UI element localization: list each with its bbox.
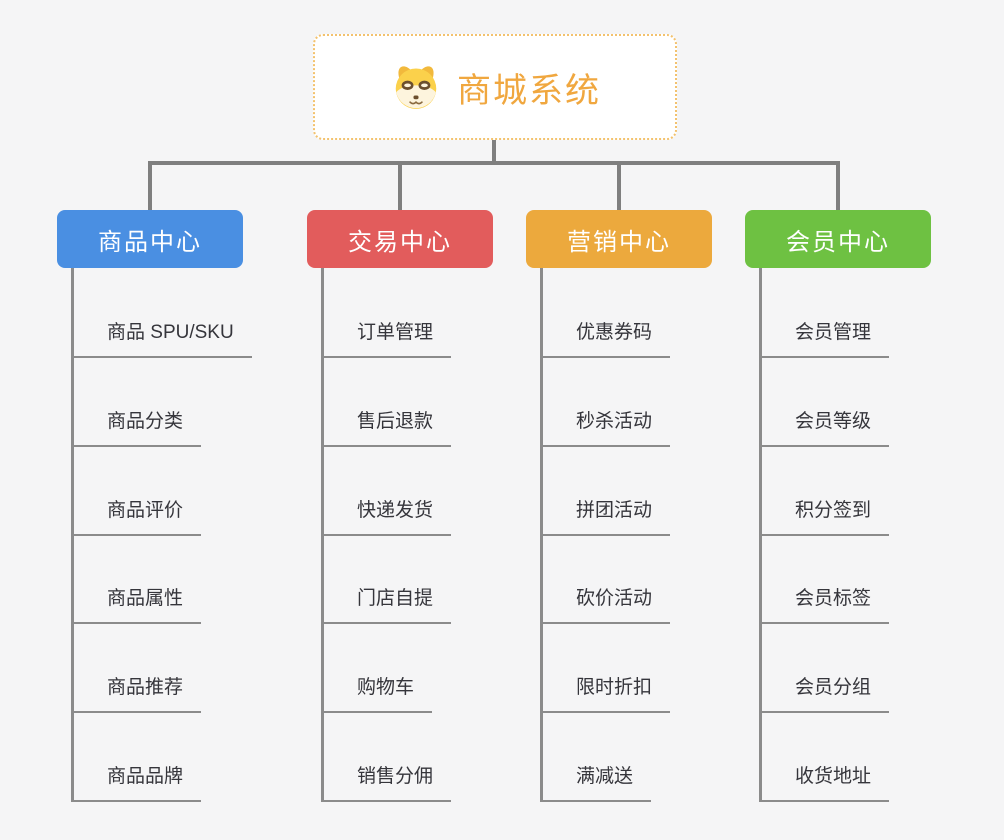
branch-topic-product-center[interactable]: 商品中心 xyxy=(57,210,243,268)
branch-topic-member-center[interactable]: 会员中心 xyxy=(745,210,931,268)
leaf-topic[interactable]: 拼团活动 xyxy=(540,498,671,536)
leaf-topic[interactable]: 会员管理 xyxy=(759,320,890,358)
branch-children-product: 商品 SPU/SKU 商品分类 商品评价 商品属性 商品推荐 商品品牌 xyxy=(71,268,321,802)
branch-topic-marketing-center[interactable]: 营销中心 xyxy=(526,210,712,268)
connector-drop-member xyxy=(836,165,840,210)
connector-drop-trade xyxy=(398,165,402,210)
leaf-topic[interactable]: 砍价活动 xyxy=(540,586,671,624)
leaf-topic[interactable]: 订单管理 xyxy=(321,320,452,358)
branch-children-member: 会员管理 会员等级 积分签到 会员标签 会员分组 收货地址 xyxy=(759,268,1004,802)
leaf-topic[interactable]: 满减送 xyxy=(540,764,652,802)
leaf-topic[interactable]: 快递发货 xyxy=(321,498,452,536)
root-topic[interactable]: 商城系统 xyxy=(313,34,677,140)
leaf-topic[interactable]: 商品推荐 xyxy=(71,675,202,713)
dog-face-icon xyxy=(395,66,437,109)
leaf-topic[interactable]: 秒杀活动 xyxy=(540,409,671,447)
branch-label: 商品中心 xyxy=(98,228,202,256)
leaf-topic[interactable]: 积分签到 xyxy=(759,498,890,536)
branch-label: 会员中心 xyxy=(786,228,890,256)
branch-children-marketing: 优惠券码 秒杀活动 拼团活动 砍价活动 限时折扣 满减送 xyxy=(540,268,790,802)
connector-drop-product xyxy=(148,165,152,210)
leaf-topic[interactable]: 优惠券码 xyxy=(540,320,671,358)
branch-label: 营销中心 xyxy=(567,228,671,256)
branch-children-trade: 订单管理 售后退款 快递发货 门店自提 购物车 销售分佣 xyxy=(321,268,571,802)
connector-horizontal-rail xyxy=(148,161,840,165)
leaf-topic[interactable]: 会员分组 xyxy=(759,675,890,713)
leaf-topic[interactable]: 会员标签 xyxy=(759,586,890,624)
leaf-topic[interactable]: 商品属性 xyxy=(71,586,202,624)
leaf-topic[interactable]: 销售分佣 xyxy=(321,764,452,802)
root-topic-label: 商城系统 xyxy=(457,71,601,110)
leaf-topic[interactable]: 商品评价 xyxy=(71,498,202,536)
leaf-topic[interactable]: 限时折扣 xyxy=(540,675,671,713)
connector-drop-marketing xyxy=(617,165,621,210)
leaf-topic[interactable]: 商品 SPU/SKU xyxy=(71,320,252,358)
branch-label: 交易中心 xyxy=(348,228,452,256)
leaf-topic[interactable]: 商品分类 xyxy=(71,409,202,447)
leaf-topic[interactable]: 售后退款 xyxy=(321,409,452,447)
leaf-topic[interactable]: 商品品牌 xyxy=(71,764,202,802)
branch-topic-trade-center[interactable]: 交易中心 xyxy=(307,210,493,268)
leaf-topic[interactable]: 收货地址 xyxy=(759,764,890,802)
connector-root-stub xyxy=(492,140,496,163)
leaf-topic[interactable]: 购物车 xyxy=(321,675,433,713)
leaf-topic[interactable]: 会员等级 xyxy=(759,409,890,447)
leaf-topic[interactable]: 门店自提 xyxy=(321,586,452,624)
